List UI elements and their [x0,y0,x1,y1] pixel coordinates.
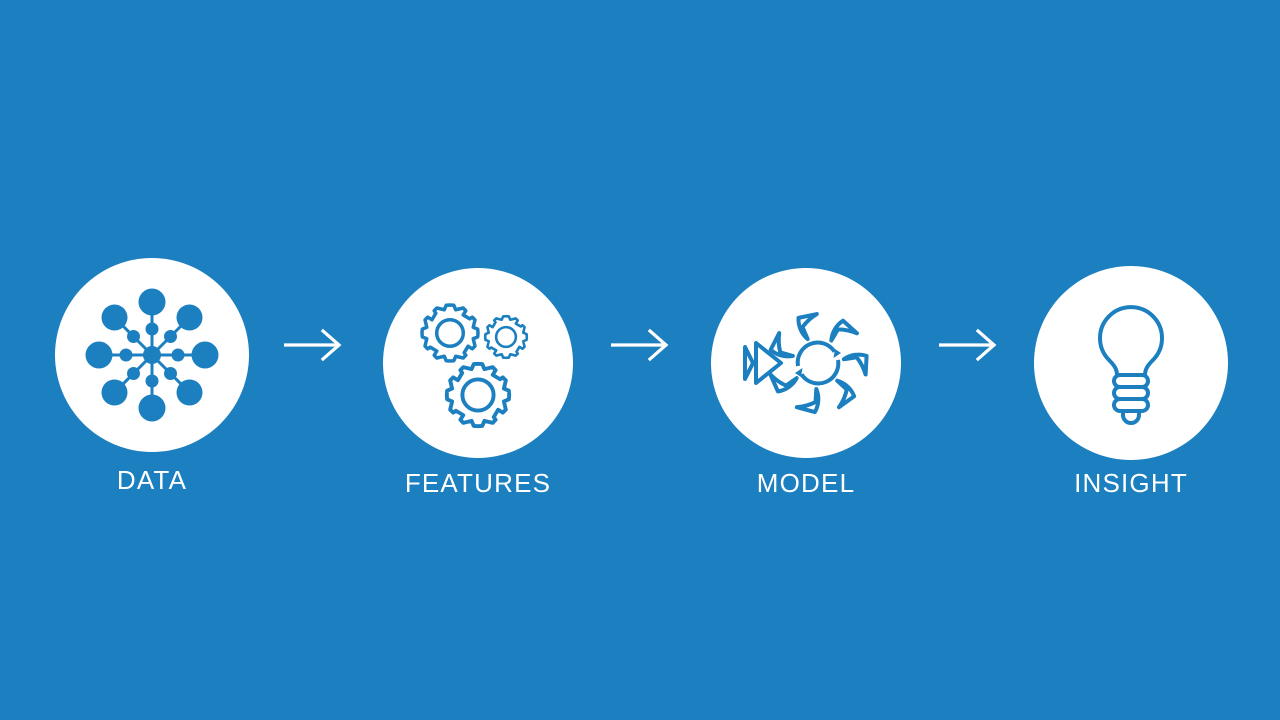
stage-model-disc [711,268,901,458]
connector-model-to-insight [939,326,999,364]
stage-model[interactable]: MODEL [711,268,901,496]
stage-data-label: DATA [116,465,188,495]
gears-icon [420,303,529,429]
network-nodes-icon [85,288,219,422]
segmented-wheel-refresh-icon [743,312,869,415]
arrow-right-icon [611,328,669,362]
stage-insight[interactable]: INSIGHT [1034,266,1228,496]
connector-features-to-model [611,326,671,364]
connector-data-to-features [284,326,344,364]
stage-features-label: FEATURES [404,468,552,498]
arrow-right-icon [939,328,997,362]
stage-features[interactable]: FEATURES [383,268,573,496]
stage-features-disc [383,268,573,458]
lightbulb-icon [1098,305,1164,425]
stage-data-disc [55,258,249,452]
stage-insight-label: INSIGHT [1074,468,1188,498]
stage-model-label: MODEL [756,468,856,498]
arrow-right-icon [284,328,342,362]
stage-data[interactable]: DATA [55,258,249,493]
stage-insight-disc [1034,266,1228,460]
